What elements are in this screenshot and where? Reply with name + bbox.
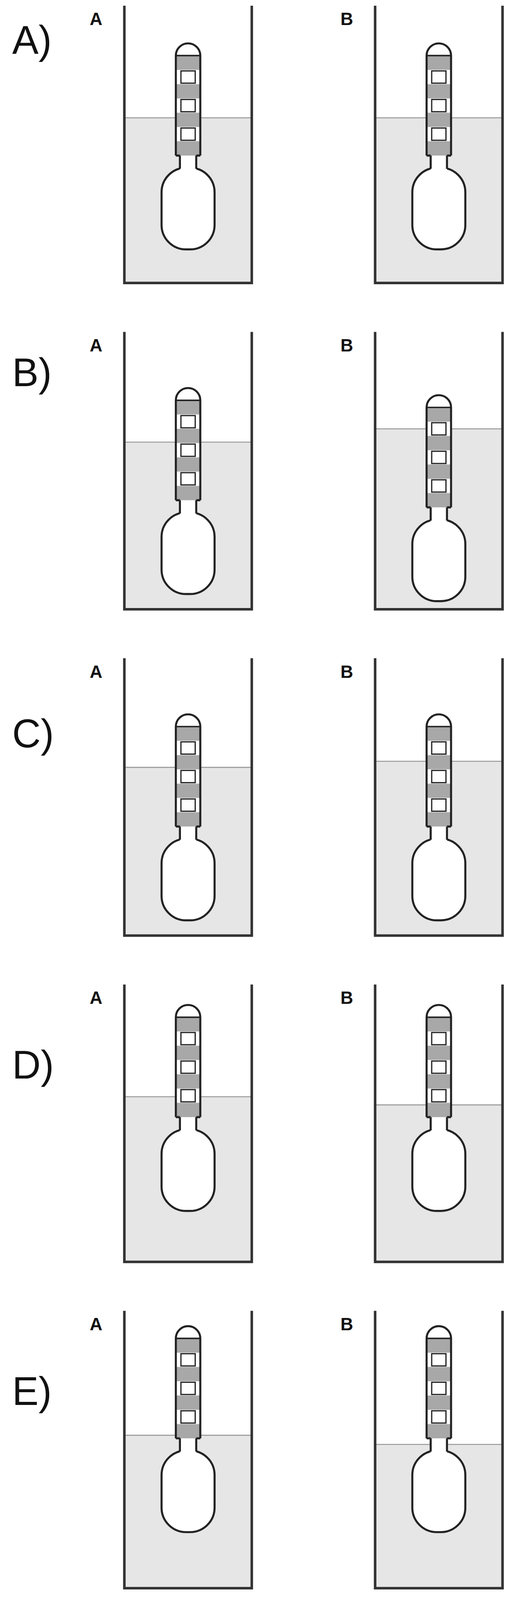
- hydrometer: [412, 43, 466, 250]
- beaker-outline: [375, 5, 503, 283]
- row-label: A): [12, 20, 52, 60]
- hydrometer: [412, 714, 466, 921]
- hydrometer-bulb: [161, 512, 215, 594]
- beaker-outline: [124, 984, 252, 1262]
- beaker: [375, 657, 503, 935]
- liquid: [124, 117, 252, 283]
- hydrometer: [161, 714, 215, 921]
- hydrometer: [412, 1004, 466, 1211]
- row-label: B): [12, 352, 52, 393]
- beaker: [124, 5, 252, 283]
- liquid: [124, 441, 252, 610]
- beaker-outline: [124, 332, 252, 610]
- liquid: [375, 761, 503, 936]
- row-label: D): [12, 1044, 55, 1085]
- beaker-label: A: [89, 988, 103, 1007]
- beaker-outline: [124, 657, 252, 935]
- row-label: E): [12, 1371, 52, 1411]
- row-label: C): [12, 713, 55, 754]
- beaker-label: B: [340, 10, 354, 28]
- liquid: [375, 1443, 503, 1588]
- beaker-label: B: [340, 662, 354, 681]
- beaker-label: A: [89, 10, 103, 28]
- beaker: [124, 657, 252, 935]
- beaker-label: A: [89, 1314, 103, 1333]
- beaker-label: A: [89, 336, 103, 354]
- beaker-outline: [375, 1310, 503, 1588]
- liquid: [375, 428, 503, 610]
- beaker-outline: [375, 332, 503, 610]
- beaker-label: B: [340, 988, 354, 1007]
- liquid: [124, 767, 252, 936]
- beaker: [124, 332, 252, 610]
- beaker-outline: [124, 1310, 252, 1588]
- beaker-outline: [375, 657, 503, 935]
- liquid: [375, 117, 503, 283]
- beaker-label: B: [340, 336, 354, 354]
- hydrometer: [161, 1004, 215, 1211]
- beaker: [124, 984, 252, 1262]
- beaker: [375, 332, 503, 610]
- beaker-label: B: [340, 1314, 354, 1333]
- beaker: [124, 1310, 252, 1588]
- hydrometer: [161, 43, 215, 250]
- beaker-label: A: [89, 662, 103, 681]
- beaker: [375, 984, 503, 1262]
- hydrometer: [412, 395, 466, 602]
- liquid: [124, 1096, 252, 1262]
- hydrometer: [161, 387, 215, 594]
- hydrometer: [161, 1325, 215, 1532]
- liquid: [375, 1104, 503, 1262]
- beaker-outline: [124, 5, 252, 283]
- beaker: [375, 1310, 503, 1588]
- beaker-outline: [375, 984, 503, 1262]
- liquid: [124, 1434, 252, 1588]
- beaker: [375, 5, 503, 283]
- hydrometer: [412, 1325, 466, 1532]
